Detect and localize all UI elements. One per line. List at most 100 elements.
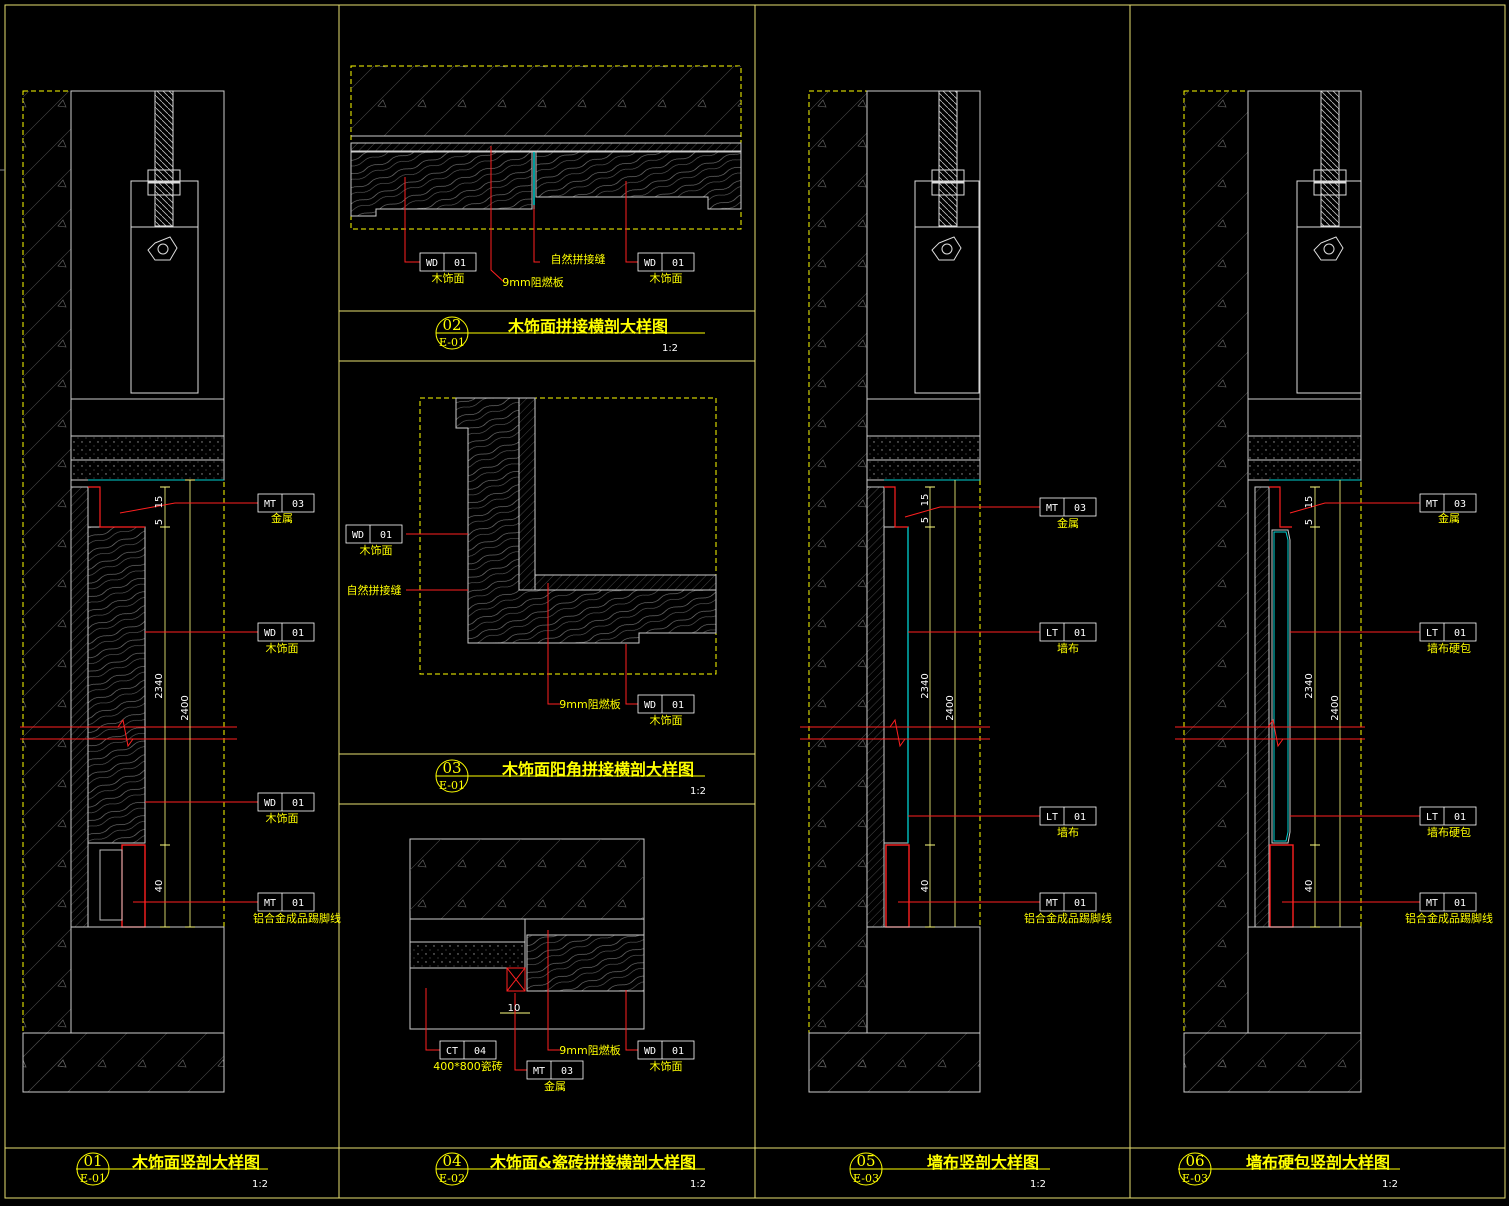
- panel-01-drawing: [20, 90, 258, 1093]
- material-tag: [637, 252, 695, 272]
- dimension-value: 2340: [920, 673, 931, 698]
- tag-number: 01: [672, 1046, 684, 1057]
- title-sheet-ref: E-01: [439, 779, 465, 792]
- tag-label: 金属: [1057, 516, 1079, 530]
- panel-title: 木饰面拼接横剖大样图: [507, 317, 668, 336]
- tag-code: MT: [1046, 503, 1058, 514]
- tag-code: WD: [426, 258, 438, 269]
- dimension-value: 15: [1304, 496, 1315, 509]
- dimension-value: 5: [920, 517, 931, 523]
- title-number: 06: [1185, 1152, 1204, 1170]
- tag-number: 01: [1074, 812, 1086, 823]
- tag-number: 01: [1454, 812, 1466, 823]
- tag-label: 木饰面: [650, 1059, 683, 1073]
- tag-label: 木饰面: [650, 271, 683, 285]
- title-number: 04: [442, 1152, 461, 1170]
- material-tag: [419, 252, 477, 272]
- tag-label: 墙布硬包: [1427, 641, 1471, 655]
- title-scale: 1:2: [690, 786, 706, 797]
- tag-label: 木饰面: [266, 811, 299, 825]
- tag-number: 01: [1454, 628, 1466, 639]
- title-block-02: [435, 316, 705, 350]
- tag-label: 木饰面: [650, 713, 683, 727]
- material-tag: [1039, 622, 1097, 642]
- tag-code: WD: [644, 700, 656, 711]
- material-tag: [257, 493, 315, 513]
- tag-code: MT: [1046, 898, 1058, 909]
- dimension-value: 10: [508, 1003, 521, 1014]
- tag-number: 01: [454, 258, 466, 269]
- tag-label: 铝合金成品踢脚线: [253, 911, 341, 925]
- dimension-value: 5: [154, 519, 165, 525]
- dimension-value: 15: [154, 496, 165, 509]
- dimension-value: 2340: [1304, 673, 1315, 698]
- tag-code: MT: [264, 499, 276, 510]
- title-sheet-ref: E-01: [439, 336, 465, 349]
- tag-code: CT: [446, 1046, 458, 1057]
- title-block-04: [435, 1152, 705, 1186]
- tag-code: LT: [1046, 628, 1058, 639]
- tag-code: MT: [533, 1066, 545, 1077]
- title-sheet-ref: E-03: [853, 1172, 879, 1185]
- tag-number: 01: [380, 530, 392, 541]
- title-block-06: [1178, 1152, 1400, 1186]
- panel-02-drawing: [350, 65, 742, 283]
- tag-number: 01: [292, 628, 304, 639]
- tag-number: 01: [1454, 898, 1466, 909]
- material-tag: [637, 694, 695, 714]
- title-number: 05: [856, 1152, 875, 1170]
- title-number: 01: [83, 1152, 102, 1170]
- tag-number: 03: [1074, 503, 1086, 514]
- panel-title: 墙布竖剖大样图: [927, 1153, 1039, 1172]
- title-scale: 1:2: [662, 343, 678, 354]
- tag-number: 03: [1454, 499, 1466, 510]
- tag-code: WD: [264, 798, 276, 809]
- panel-03-drawing: [406, 397, 717, 705]
- tag-code: LT: [1046, 812, 1058, 823]
- tag-number: 01: [292, 798, 304, 809]
- panel-title: 木饰面阳角拼接横剖大样图: [501, 760, 694, 779]
- material-tag: [1419, 892, 1477, 912]
- dimension-value: 40: [1304, 880, 1315, 893]
- dimension-value: 40: [154, 880, 165, 893]
- title-scale: 1:2: [1382, 1179, 1398, 1190]
- title-block-01: [76, 1152, 268, 1186]
- title-scale: 1:2: [252, 1179, 268, 1190]
- tag-code: WD: [644, 1046, 656, 1057]
- material-tag: [1419, 493, 1477, 513]
- panel-04-drawing: [409, 838, 645, 1071]
- material-tag: [257, 792, 315, 812]
- material-tag: [526, 1060, 584, 1080]
- tag-number: 01: [1074, 898, 1086, 909]
- panel-title: 墙布硬包竖剖大样图: [1246, 1153, 1390, 1172]
- tag-label: 墙布硬包: [1427, 825, 1471, 839]
- material-tag: [1419, 806, 1477, 826]
- title-number: 03: [442, 759, 461, 777]
- panel-title: 木饰面竖剖大样图: [131, 1153, 260, 1172]
- title-block-05: [849, 1152, 1050, 1186]
- tag-code: LT: [1426, 628, 1438, 639]
- note-label: 9mm阻燃板: [559, 697, 620, 711]
- tag-number: 04: [474, 1046, 486, 1057]
- note-label: 9mm阻燃板: [559, 1043, 620, 1057]
- title-sheet-ref: E-01: [80, 1172, 106, 1185]
- title-sheet-ref: E-03: [1182, 1172, 1208, 1185]
- title-block-03: [435, 759, 705, 793]
- tag-label: 400*800瓷砖: [433, 1059, 503, 1073]
- material-tag: [257, 892, 315, 912]
- dimension-value: 2340: [154, 673, 165, 698]
- dimension-value: 2400: [1330, 695, 1341, 720]
- tag-label: 铝合金成品踢脚线: [1405, 911, 1493, 925]
- tag-code: WD: [644, 258, 656, 269]
- panel-06-drawing: [1175, 90, 1420, 1093]
- tag-number: 01: [672, 700, 684, 711]
- note-label: 自然拼接缝: [551, 252, 606, 266]
- dimension-value: 5: [1304, 519, 1315, 525]
- material-tag: [637, 1040, 695, 1060]
- dimension-value: 15: [920, 494, 931, 507]
- material-tag: [257, 622, 315, 642]
- tag-number: 01: [292, 898, 304, 909]
- tag-code: MT: [1426, 898, 1438, 909]
- material-tag: [1039, 497, 1097, 517]
